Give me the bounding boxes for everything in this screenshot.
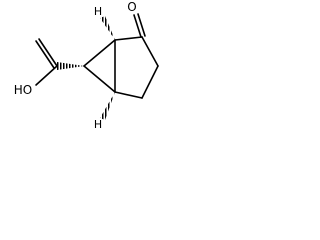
bond-acid-c-o-double-b: [35, 40, 55, 69]
molecule-structure: O H H HO: [14, 0, 159, 131]
bond-c1-c6: [83, 39, 116, 67]
bond-c4-c5: [114, 91, 143, 99]
bond-c2-o-double-b: [137, 13, 146, 37]
bond-c2-o-double-a: [133, 14, 142, 38]
hydroxyl-label: HO: [14, 83, 32, 97]
stereo-hash-bond-top: [100, 16, 115, 40]
stereo-hash-bond-acid: [57, 62, 84, 70]
bond-c2-c3: [141, 36, 159, 67]
h-atom-bottom-label: H: [94, 118, 102, 131]
stereo-hash-bond-bottom: [100, 92, 115, 120]
bond-c3-c4: [141, 65, 159, 99]
ketone-oxygen-label: O: [127, 0, 136, 14]
bond-c5-c6: [83, 65, 116, 93]
bond-acid-c-o-double-a: [38, 38, 58, 67]
bond-c1-c2: [114, 36, 143, 41]
bond-acid-c-oh: [35, 65, 58, 86]
h-atom-top-label: H: [94, 5, 102, 18]
